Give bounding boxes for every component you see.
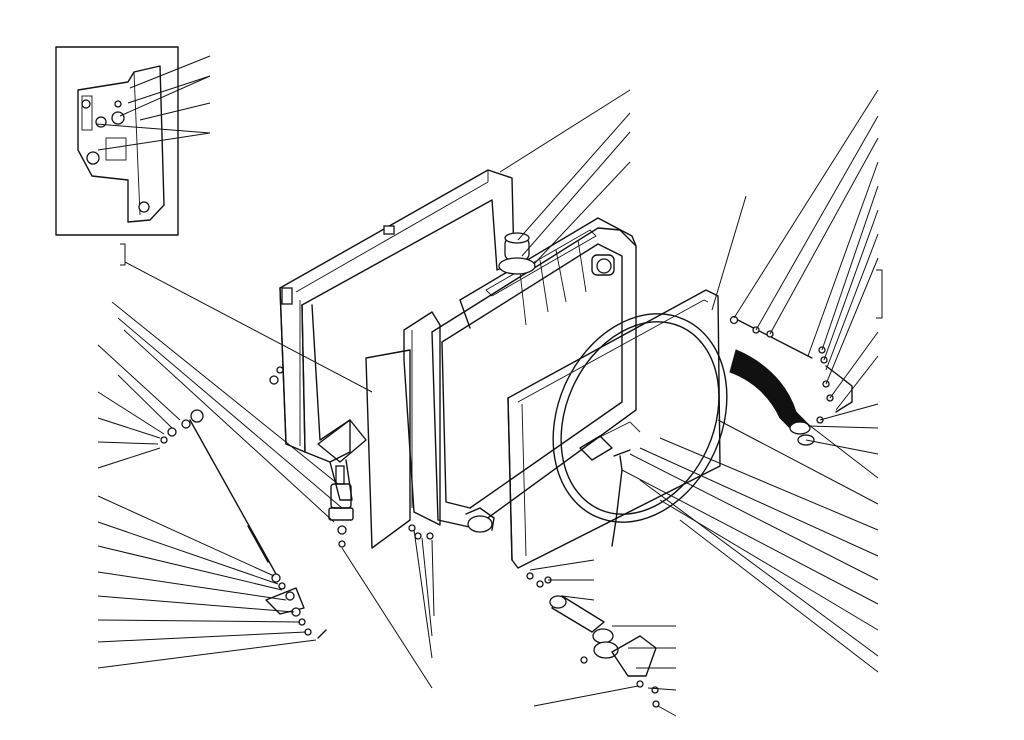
inset-detail-panel [55,46,179,236]
filler-neck [498,232,615,276]
right-leader-lines [621,89,883,673]
mesh-screen [365,349,411,549]
inset-leader-lines [95,55,211,151]
bottom-leader-lines [341,529,677,717]
inset-reference-bracket [120,243,373,393]
lower-hose [549,595,660,708]
top-leader-lines [499,89,747,311]
shroud-plate [507,289,721,569]
bottom-outlet [465,507,495,533]
overflow-tube [611,449,631,547]
fan-shroud-ring [552,313,728,523]
mounting-cushion [328,465,354,548]
upper-hose [729,349,824,446]
left-brace-rod [160,409,327,639]
radiator-frame [269,169,515,501]
left-leader-lines [97,301,343,669]
shroud-fasteners [408,524,552,588]
